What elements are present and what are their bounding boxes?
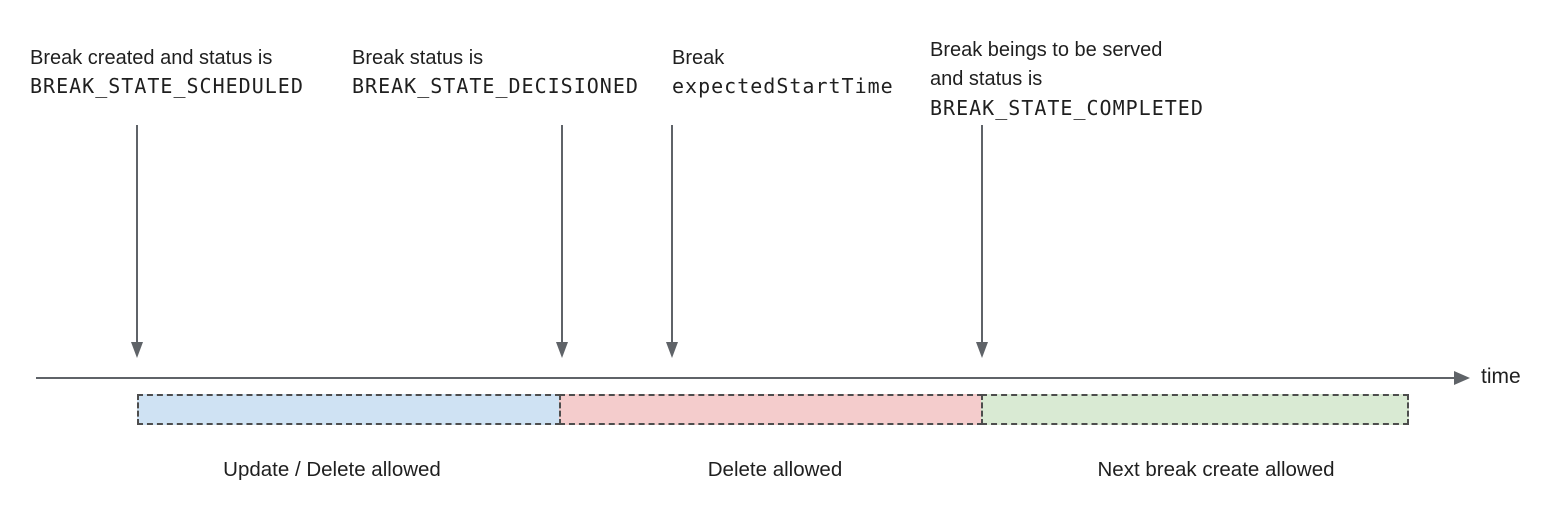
annotation-text: and status is <box>930 68 1043 90</box>
segment-label-next-break: Next break create allowed <box>1097 458 1335 481</box>
segment-update-delete-allowed <box>137 394 561 425</box>
annotation-code-break-state-decisioned: BREAK_STATE_DECISIONED <box>352 74 639 98</box>
down-arrow-icon-decisioned <box>556 125 568 358</box>
annotation-break-decisioned: Break status is BREAK_STATE_DECISIONED <box>352 44 639 100</box>
annotation-code-break-state-scheduled: BREAK_STATE_SCHEDULED <box>30 74 304 98</box>
annotation-text: Break status is <box>352 47 484 69</box>
annotation-code-expected-start-time: expectedStartTime <box>672 74 894 98</box>
time-axis-line <box>36 377 1455 379</box>
annotation-code-break-state-completed: BREAK_STATE_COMPLETED <box>930 96 1204 120</box>
annotation-break-scheduled: Break created and status is BREAK_STATE_… <box>30 44 304 100</box>
annotation-break-completed: Break beings to be served and status is … <box>930 36 1204 123</box>
down-arrow-icon-expected-start <box>666 125 678 358</box>
down-arrow-icon-scheduled <box>131 125 143 358</box>
down-arrow-icon-completed <box>976 125 988 358</box>
annotation-text: Break <box>672 47 725 69</box>
segment-next-break-create-allowed <box>981 394 1409 425</box>
right-arrow-icon <box>1454 371 1470 385</box>
time-axis-label: time <box>1481 365 1521 388</box>
annotation-text: Break beings to be served <box>930 39 1163 61</box>
annotation-text: Break created and status is <box>30 47 273 69</box>
annotation-expected-start-time: Break expectedStartTime <box>672 44 894 100</box>
segment-label-update-delete: Update / Delete allowed <box>223 458 441 481</box>
segment-delete-allowed <box>559 394 983 425</box>
segment-label-delete: Delete allowed <box>707 458 843 481</box>
